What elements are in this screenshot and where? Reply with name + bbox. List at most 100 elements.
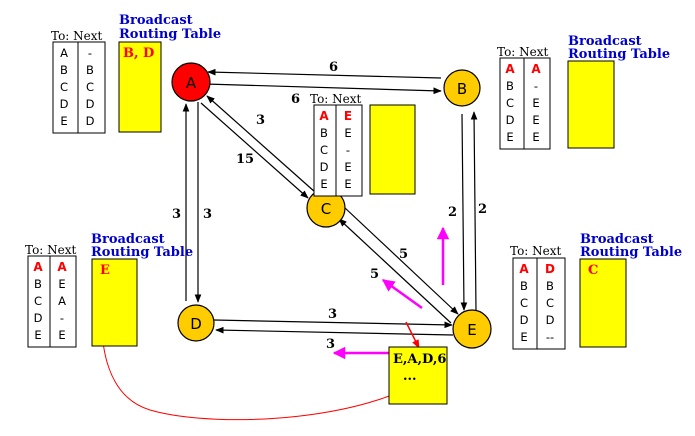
broadcast-title-e-2: Routing Table	[580, 245, 682, 260]
table-e-next-cell: D	[545, 262, 555, 276]
table-a-next-cell: D	[86, 114, 95, 128]
flow-arrow-to-c	[381, 278, 423, 310]
table-e-next-cell: --	[546, 330, 554, 344]
broadcast-title-b-2: Routing Table	[568, 47, 670, 62]
table-c-header: To: Next	[310, 92, 362, 106]
table-b-next-cell: E	[532, 130, 539, 144]
node-b: B	[443, 69, 481, 107]
weight-ad-right: 3	[203, 207, 212, 222]
table-b-to-cell: C	[506, 96, 514, 110]
broadcast-table-a: Broadcast Routing Table B, D	[118, 13, 221, 133]
table-b-to-cell: B	[506, 79, 514, 93]
table-a-to-cell: D	[60, 97, 69, 111]
table-c-to-cell: B	[320, 126, 328, 140]
table-a-header: To: Next	[51, 29, 103, 43]
broadcast-content-d: E	[100, 263, 110, 278]
weight-de-bottom: 3	[326, 337, 335, 352]
broadcast-packet: E,A,D,6 ...	[388, 346, 448, 405]
weight-de-top: 3	[328, 307, 337, 322]
table-b-next-cell: A	[531, 62, 541, 76]
table-e-to-cell: D	[520, 313, 529, 327]
table-d-next-cell: A	[57, 260, 67, 274]
table-e-to-cell: E	[520, 330, 527, 344]
broadcast-title-a-1: Broadcast	[119, 13, 193, 28]
table-a-to-cell: E	[60, 114, 67, 128]
table-d-next-cell: A	[58, 294, 66, 308]
table-d-to-cell: E	[34, 328, 41, 342]
node-d: D	[177, 304, 215, 342]
node-c: C	[306, 188, 346, 228]
weight-ad-left: 3	[172, 207, 181, 222]
table-a-next-cell: C	[86, 80, 94, 94]
table-e-to-cell: B	[520, 279, 528, 293]
weight-ce-upper: 5	[399, 247, 408, 262]
table-d-next-cell: E	[58, 328, 65, 342]
table-c-next-cell: E	[344, 109, 352, 123]
packet-arrival-arrow	[405, 321, 420, 349]
table-d-to-cell: B	[34, 277, 42, 291]
table-e-next-cell: B	[546, 279, 554, 293]
table-c-next-cell: E	[344, 126, 351, 140]
table-e-next-cell: D	[546, 313, 555, 327]
weight-be-left: 2	[448, 205, 457, 220]
broadcast-content-a: B, D	[123, 46, 154, 61]
table-a-to-cell: A	[60, 46, 68, 60]
table-c-next-cell: E	[344, 160, 351, 174]
table-e-header: To: Next	[510, 244, 562, 258]
broadcast-flow-arrows	[332, 226, 450, 360]
table-d-to-cell: A	[33, 260, 43, 274]
link-a-b: 6 6	[204, 60, 442, 107]
table-b-next-cell: -	[534, 79, 538, 93]
broadcast-title-d-2: Routing Table	[91, 245, 193, 260]
table-c-to-cell: E	[320, 177, 327, 191]
node-e-label: E	[467, 321, 476, 339]
table-a-next-cell: -	[88, 46, 92, 60]
link-b-e: 2 2	[448, 111, 487, 312]
link-c-e: 5 5	[338, 206, 459, 324]
table-a-to-cell: C	[60, 80, 68, 94]
broadcast-table-b: Broadcast Routing Table	[567, 34, 670, 149]
lookup-arrow	[101, 285, 436, 421]
node-c-label: C	[321, 200, 331, 218]
table-b-to-cell: E	[506, 130, 513, 144]
table-b-to-cell: D	[506, 113, 515, 127]
table-d-header: To: Next	[25, 243, 77, 257]
table-d-next-cell: E	[58, 277, 65, 291]
weight-ac-lower: 15	[236, 152, 254, 167]
broadcast-table-e: Broadcast Routing Table C	[579, 232, 682, 348]
broadcast-table-d: Broadcast Routing Table E	[91, 232, 193, 347]
broadcast-title-b-1: Broadcast	[568, 34, 642, 49]
packet-ellipsis: ...	[403, 369, 417, 384]
node-e: E	[452, 309, 492, 349]
weight-ac-upper: 3	[256, 113, 265, 128]
weight-be-right: 2	[478, 202, 487, 217]
node-b-label: B	[457, 80, 467, 98]
broadcast-content-e: C	[588, 263, 598, 278]
table-a-next-cell: B	[86, 63, 94, 77]
table-e-next-cell: C	[546, 296, 554, 310]
broadcast-title-d-1: Broadcast	[91, 232, 165, 247]
link-a-d: 3 3	[172, 102, 212, 303]
table-d-to-cell: D	[34, 311, 43, 325]
weight-ab-top: 6	[329, 60, 338, 75]
node-a-label: A	[186, 74, 197, 92]
table-b-header: To: Next	[497, 45, 549, 59]
table-c-to-cell: C	[320, 143, 328, 157]
table-a-to-cell: B	[60, 63, 68, 77]
table-a-next-cell: D	[86, 97, 95, 111]
packet-header: E,A,D,6	[393, 352, 446, 367]
table-b-next-cell: E	[532, 113, 539, 127]
broadcast-title-a-2: Routing Table	[119, 27, 221, 42]
table-b-to-cell: A	[505, 62, 515, 76]
node-a: A	[171, 62, 211, 102]
link-d-e: 3 3	[213, 307, 454, 352]
table-c-next-cell: E	[344, 177, 351, 191]
table-e-to-cell: A	[519, 262, 529, 276]
table-e-to-cell: C	[520, 296, 528, 310]
weight-ab-bottom: 6	[291, 92, 300, 107]
